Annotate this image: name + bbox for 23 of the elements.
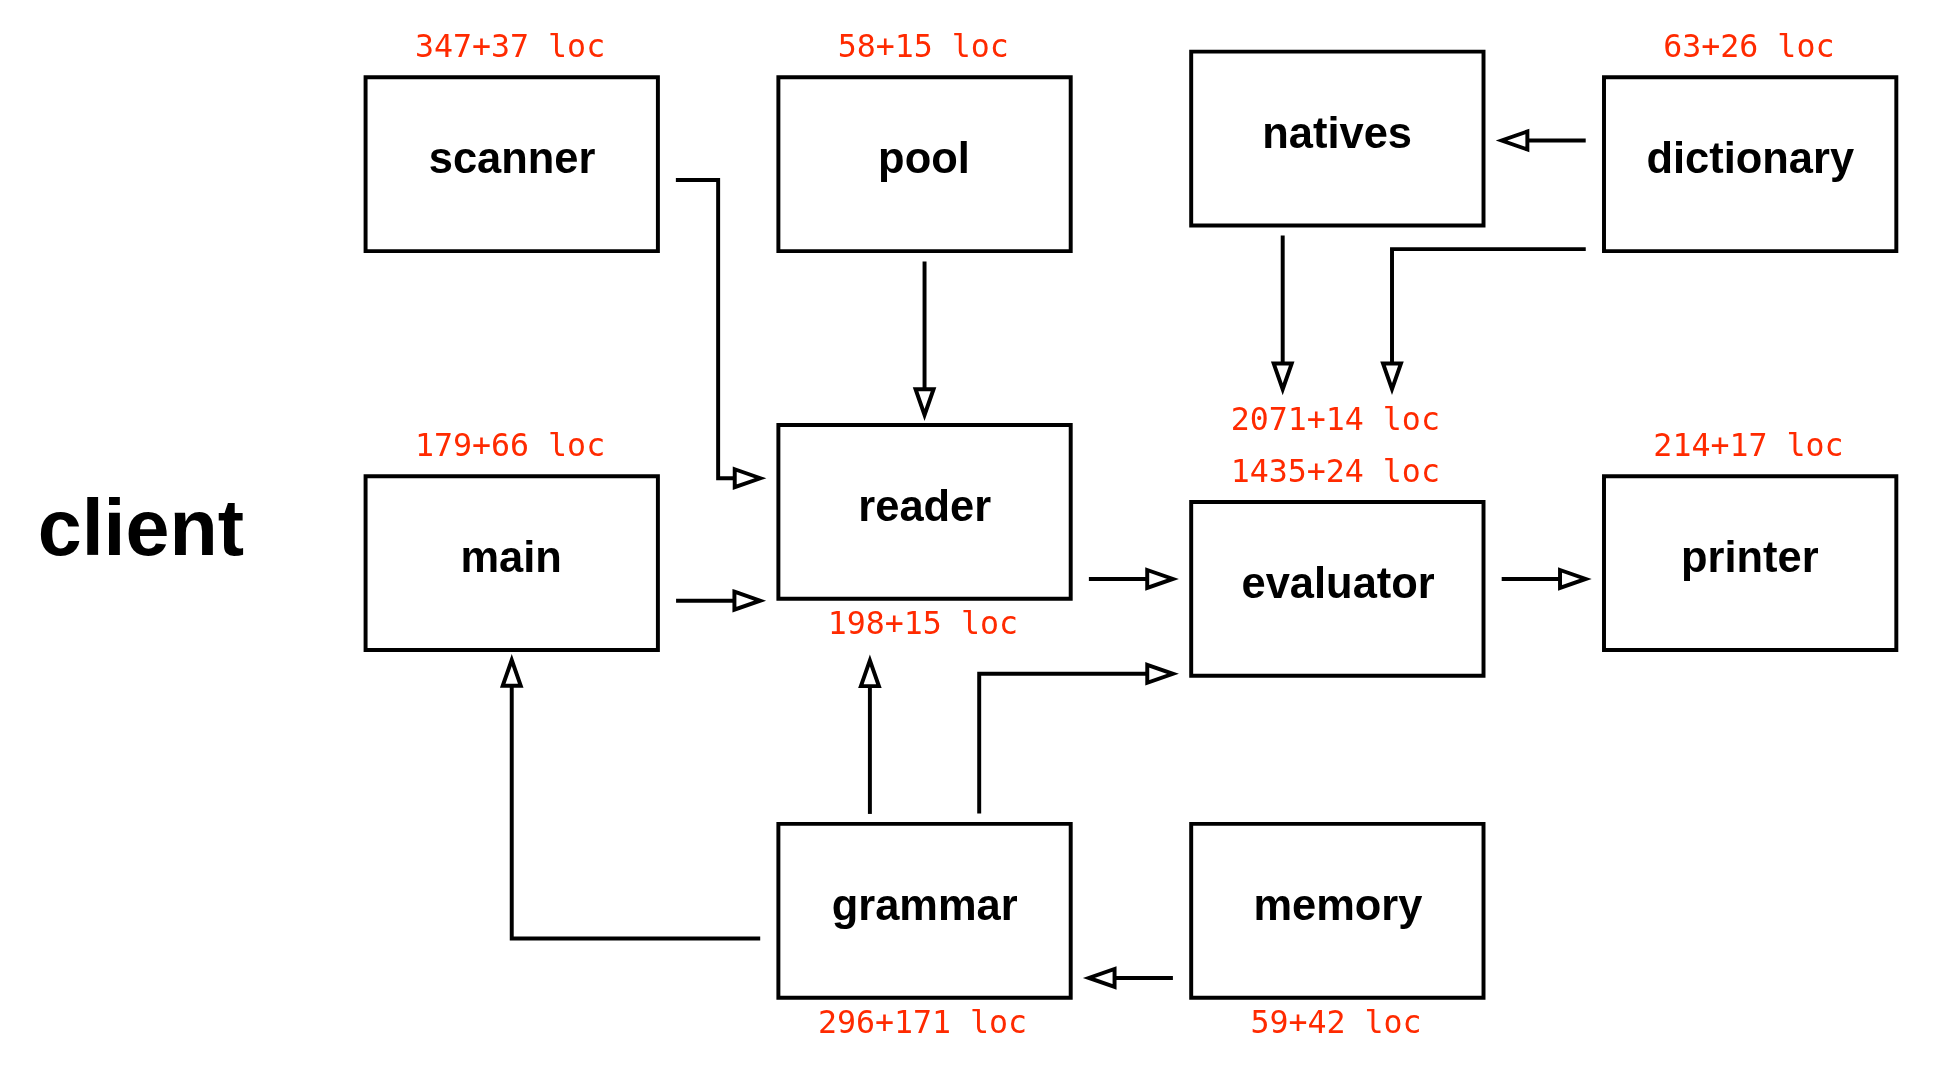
node-label: 214+17 loc <box>1652 427 1844 464</box>
arrow <box>499 654 760 941</box>
node-label: 1435+24 loc <box>1230 452 1440 489</box>
arrow <box>1082 966 1173 990</box>
arrow <box>1501 567 1592 591</box>
node-label: 198+15 loc <box>827 604 1018 641</box>
node-label: 347+37 loc <box>414 28 605 65</box>
node-label: 296+171 loc <box>817 1003 1027 1040</box>
arrow <box>675 178 766 490</box>
node-label: 59+42 loc <box>1249 1003 1422 1040</box>
arrow <box>976 662 1179 814</box>
arrow <box>1379 247 1586 396</box>
node-label: 179+66 loc <box>414 427 605 464</box>
arrow <box>675 588 766 613</box>
node-label: 58+15 loc <box>837 28 1009 65</box>
arrow <box>1495 128 1586 153</box>
arrow <box>857 654 882 814</box>
arrow <box>1088 567 1179 591</box>
label: client <box>37 483 244 573</box>
arrow <box>1270 235 1294 396</box>
node-label: 2071+14 loc <box>1230 401 1440 438</box>
node-label: 63+26 loc <box>1662 28 1834 65</box>
arrow <box>912 261 936 421</box>
